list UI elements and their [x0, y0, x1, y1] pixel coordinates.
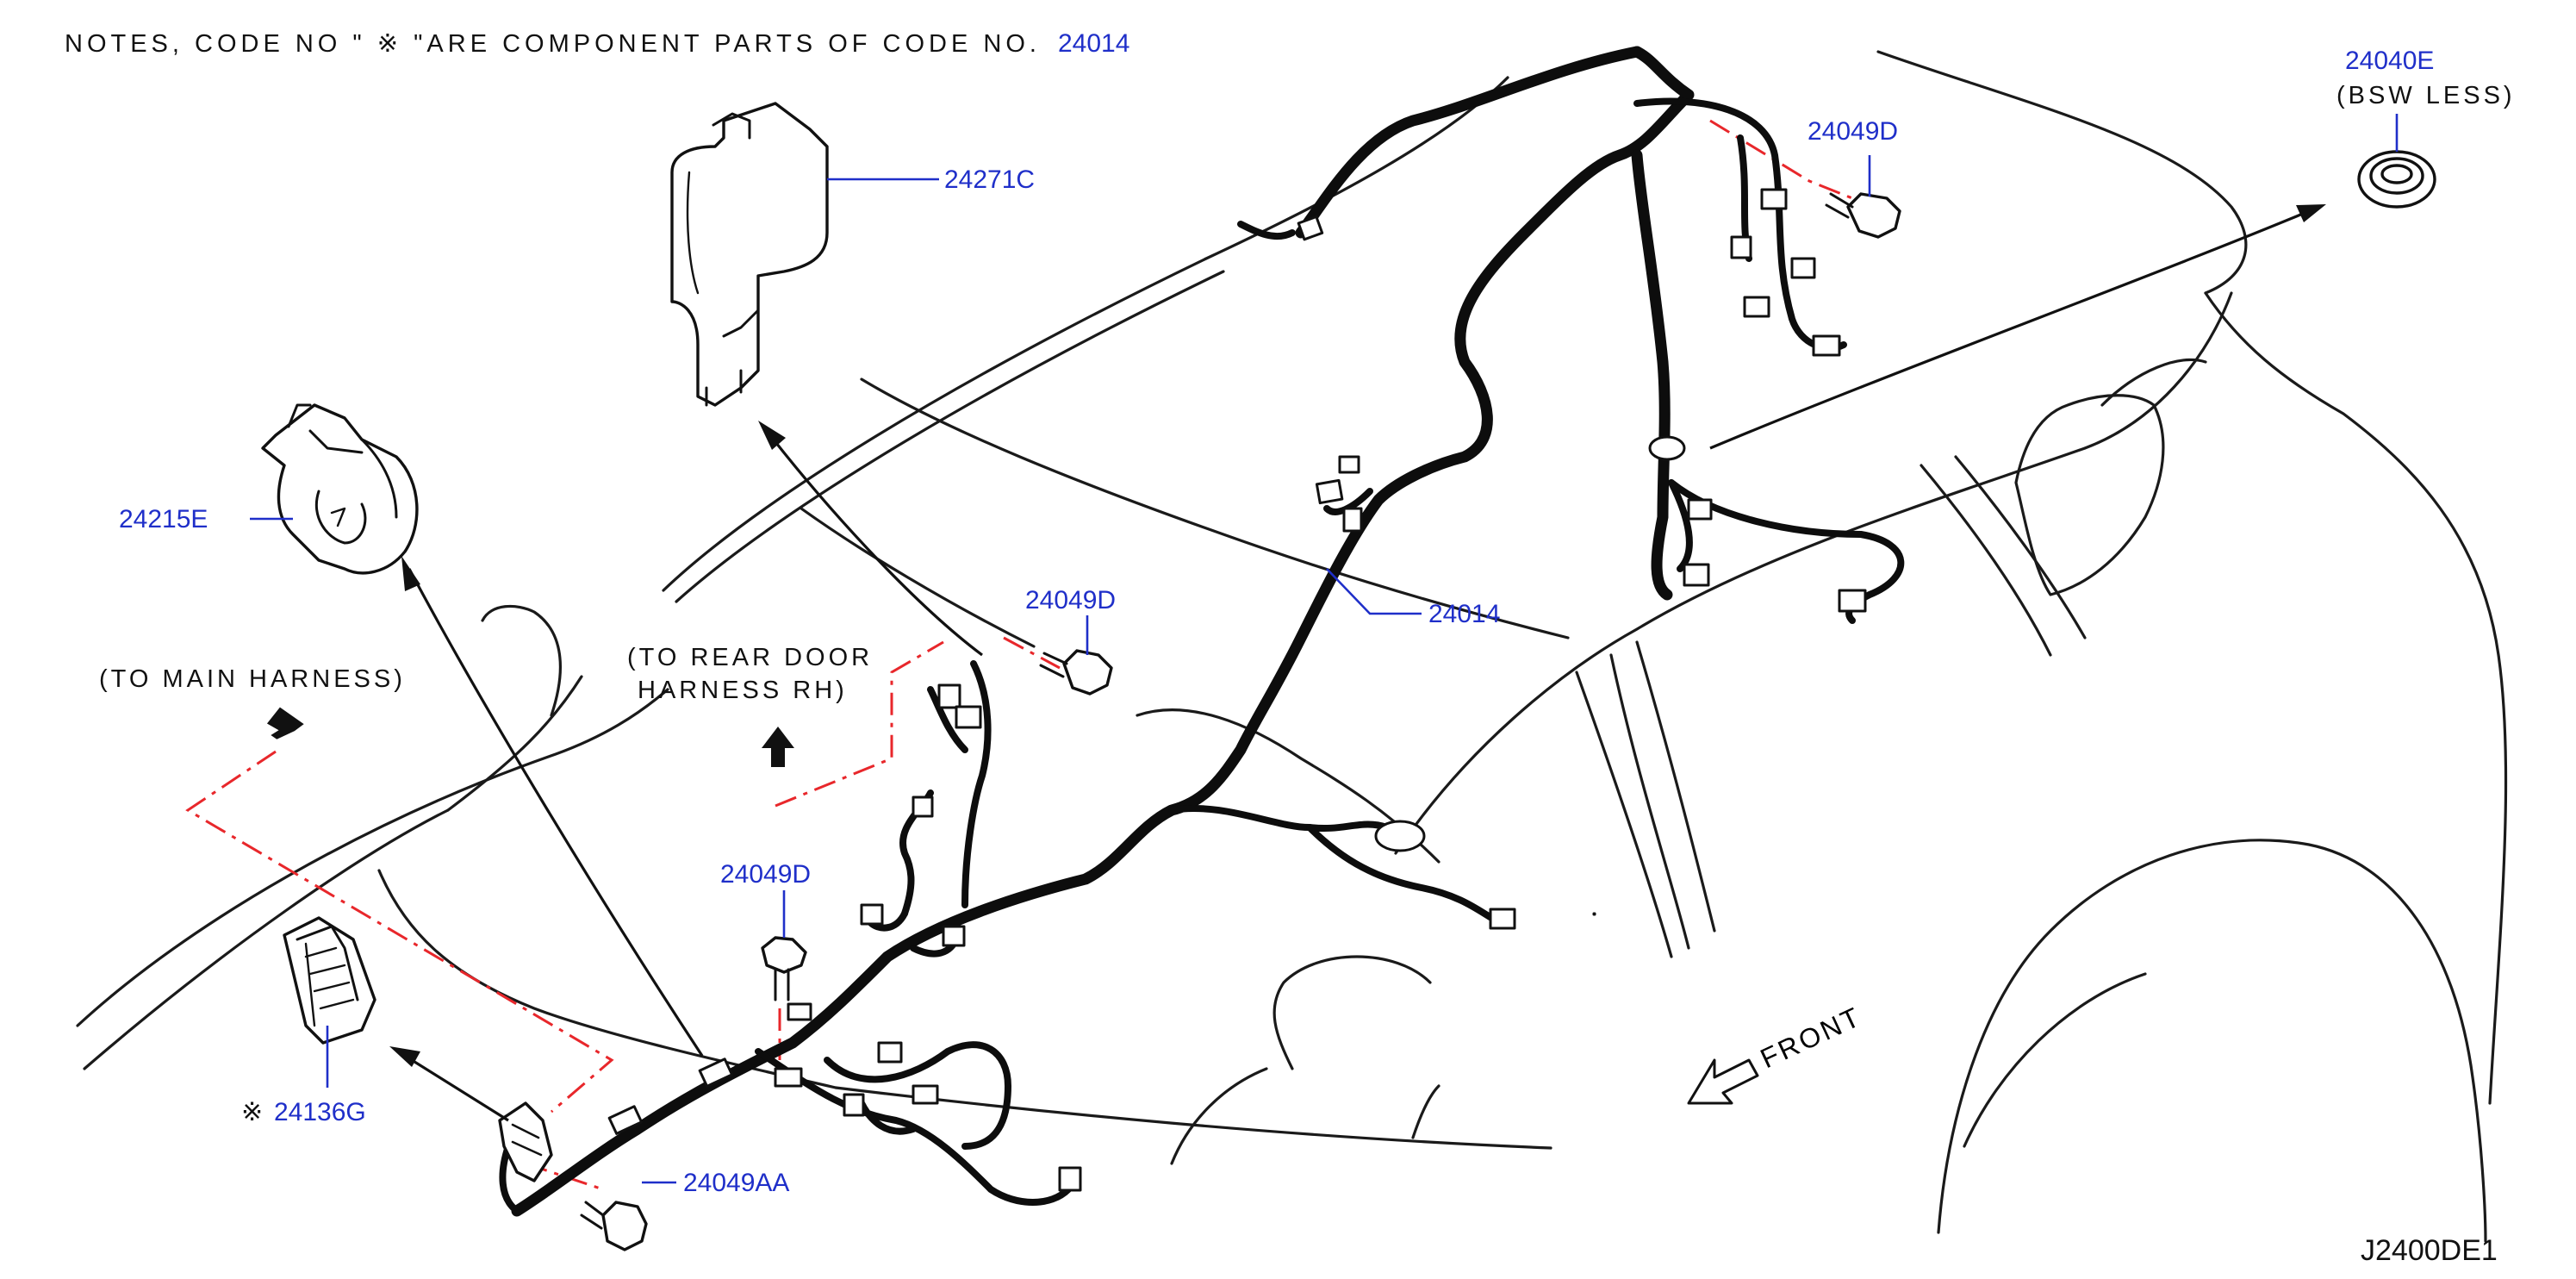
label-24049AA: 24049AA: [683, 1169, 789, 1197]
to-rear-door-arrow: [762, 727, 794, 767]
connector-7: [1743, 296, 1770, 318]
bolt-24049AA: [580, 1201, 648, 1251]
front-arrow-icon: [1687, 1058, 1759, 1105]
connector-13: [1489, 908, 1516, 930]
connector-14: [937, 683, 961, 709]
bolt-24049D-mid: [1039, 649, 1113, 696]
connector-16: [912, 795, 934, 818]
clip-2: [698, 1058, 734, 1088]
bolt-24049D-low: [761, 936, 807, 1001]
direction-arrows: [266, 707, 794, 767]
part-arrows: [389, 204, 2326, 1122]
connector-15: [955, 705, 982, 729]
arrow-head-24271C: [758, 421, 786, 450]
connector-18: [942, 925, 966, 947]
label-24040E-note: (BSW LESS): [2336, 82, 2516, 109]
lower-bracket: [498, 1101, 553, 1182]
caption-to-rear-door-line1: (TO REAR DOOR: [627, 644, 873, 671]
label-24136G-mark: ※: [241, 1098, 263, 1126]
part-24136G-protector: [283, 916, 376, 1045]
label-24271C: 24271C: [944, 165, 1035, 194]
connector-9: [1812, 334, 1841, 357]
harness-24014: [499, 46, 1905, 1217]
label-24040E: 24040E: [2345, 47, 2434, 75]
connector-10: [1687, 498, 1713, 521]
leader-24014: [1326, 568, 1422, 615]
label-24049D-mid: 24049D: [1025, 586, 1116, 615]
label-24049D-top: 24049D: [1808, 117, 1898, 146]
connector-19: [877, 1041, 903, 1064]
connector-20: [912, 1084, 939, 1105]
connector-11: [1683, 563, 1710, 587]
front-label: FRONT: [1756, 1001, 1867, 1075]
caption-to-main-harness: (TO MAIN HARNESS): [99, 665, 406, 693]
dash-line-main-harness: [185, 750, 614, 1114]
clip-1: [787, 1002, 812, 1021]
arrow-head-24136G: [389, 1046, 420, 1067]
connector-3: [1342, 507, 1363, 533]
dash-line-24049D-mid: [1003, 636, 1061, 670]
clip-3: [607, 1105, 644, 1135]
connector-2: [1315, 478, 1344, 505]
connector-21: [843, 1093, 865, 1117]
label-24136G: 24136G: [274, 1098, 366, 1126]
connector-22: [1058, 1166, 1082, 1192]
connector-6: [1730, 235, 1752, 259]
dash-line-rear-door: [775, 640, 944, 808]
connector-4: [1338, 455, 1360, 474]
grommet-lower: [1374, 820, 1426, 852]
arrow-head-24040E: [2296, 204, 2326, 222]
harness-connectors: [607, 188, 1867, 1192]
grommet-on-harness: [1648, 435, 1686, 461]
front-direction-indicator: FRONT: [1687, 1001, 1867, 1105]
to-main-harness-arrow: [266, 707, 304, 739]
diagram-reference-code: J2400DE1: [2361, 1234, 2498, 1267]
label-leaders: [250, 114, 2399, 1184]
connector-17: [860, 903, 884, 926]
part-24040E-grommet: [2357, 150, 2436, 209]
notes-header: NOTES, CODE NO " ※ "ARE COMPONENT PARTS …: [65, 29, 1129, 58]
notes-text: NOTES, CODE NO " ※ "ARE COMPONENT PARTS …: [65, 30, 1041, 58]
notes-code: 24014: [1058, 29, 1129, 58]
vehicle-body-outline: [76, 50, 2508, 1243]
connector-1: [1297, 215, 1324, 241]
label-24215E: 24215E: [119, 505, 208, 533]
label-24014: 24014: [1428, 600, 1500, 628]
connector-23: [774, 1067, 803, 1088]
part-24215E-clamp: [261, 403, 419, 575]
caption-to-rear-door-line2: HARNESS RH): [638, 677, 848, 704]
bolt-24049D-top: [1825, 192, 1901, 239]
label-24049D-low: 24049D: [720, 860, 811, 889]
connector-12: [1838, 589, 1867, 613]
arrow-head-24215E: [401, 556, 420, 591]
part-24271C-bracket: [670, 102, 829, 407]
dash-line-24049D-top: [1709, 119, 1857, 202]
connector-8: [1790, 257, 1816, 279]
connector-5: [1760, 188, 1788, 210]
dash-dot-guide-lines: [185, 119, 1857, 1191]
